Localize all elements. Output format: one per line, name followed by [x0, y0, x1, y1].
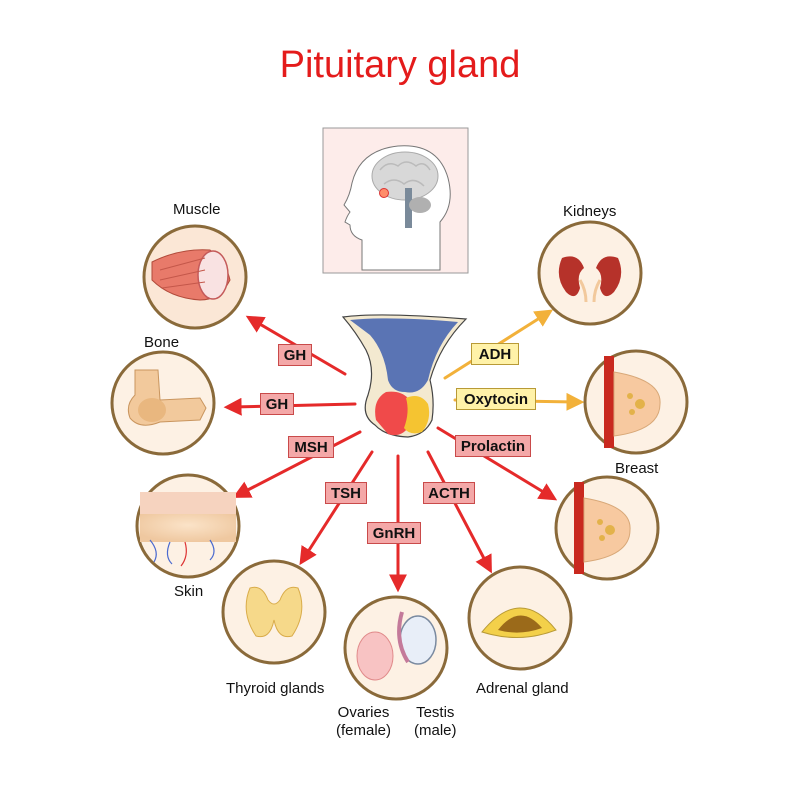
label-kidneys: Kidneys — [563, 203, 617, 220]
thyroid-illustration — [221, 559, 327, 665]
label-ovaries-line1: Ovaries — [337, 704, 390, 721]
arrow-acth — [426, 450, 492, 574]
head-brain-illustration — [322, 127, 469, 274]
label-muscle: Muscle — [173, 201, 221, 218]
label-ovaries-line2: (female) — [336, 722, 392, 739]
muscle-illustration — [142, 224, 248, 330]
label-breast: Breast — [615, 460, 659, 477]
label-testis-line2: (male) — [414, 722, 457, 739]
label-bone: Bone — [144, 334, 180, 351]
hormone-gh-muscle: GH — [278, 344, 312, 366]
label-adrenal: Adrenal gland — [476, 680, 569, 697]
hormone-oxytocin: Oxytocin — [456, 388, 536, 410]
hormone-tsh: TSH — [325, 482, 367, 504]
label-thyroid: Thyroid glands — [226, 680, 325, 697]
label-skin: Skin — [174, 583, 204, 600]
label-ovaries: Ovaries (female) — [336, 704, 391, 740]
adrenal-illustration — [467, 565, 573, 671]
hormone-acth: ACTH — [423, 482, 475, 504]
arrow-tsh — [299, 450, 374, 566]
breast-illustration-bottom — [554, 475, 660, 581]
arrow-msh — [232, 430, 362, 498]
label-testis-line1: Testis — [416, 704, 455, 721]
ovaries-testis-illustration — [343, 595, 449, 701]
pituitary-gland-illustration — [341, 314, 468, 438]
hormone-gnrh: GnRH — [367, 522, 421, 544]
breast-illustration-top — [583, 349, 689, 455]
diagram-title: Pituitary gland — [279, 44, 521, 86]
bone-illustration — [110, 350, 216, 456]
kidneys-illustration — [537, 220, 643, 326]
hormone-gh-bone: GH — [260, 393, 294, 415]
hormone-msh: MSH — [288, 436, 334, 458]
label-testis: Testis (male) — [414, 704, 457, 740]
hormone-adh: ADH — [471, 343, 519, 365]
hormone-prolactin: Prolactin — [455, 435, 531, 457]
skin-illustration — [135, 473, 241, 579]
